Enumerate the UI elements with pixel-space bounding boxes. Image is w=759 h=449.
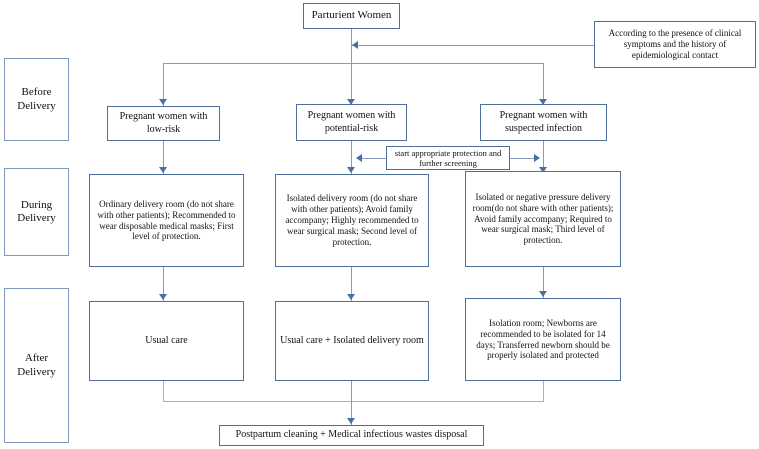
- node-pregnant-low-risk[interactable]: Pregnant women with low-risk: [107, 106, 220, 141]
- stage-label-during-delivery: During Delivery: [4, 168, 69, 256]
- arrow-during1-to-after1: [159, 294, 167, 300]
- arrow-screening-right: [534, 154, 540, 162]
- connector-during1-to-after1: [163, 267, 164, 301]
- node-parturient-women[interactable]: Parturient Women: [303, 3, 400, 29]
- arrow-to-final: [347, 418, 355, 424]
- arrow-lowrisk-to-during: [159, 167, 167, 173]
- node-during-suspected[interactable]: Isolated or negative pressure delivery r…: [465, 171, 621, 267]
- node-pregnant-suspected-infection-label: Pregnant women with suspected infection: [499, 110, 588, 134]
- stage-label-during-delivery-text: During Delivery: [17, 198, 56, 224]
- node-assessment-note[interactable]: According to the presence of clinical sy…: [594, 21, 756, 68]
- arrow-during3-to-after3: [539, 291, 547, 297]
- arrow-note-to-trunk: [352, 41, 358, 49]
- stage-label-before-delivery-text: Before Delivery: [17, 86, 56, 112]
- connector-after1-down: [163, 381, 164, 402]
- connector-screening-left: [358, 158, 386, 159]
- arrow-during2-to-after2: [347, 294, 355, 300]
- connector-during3-to-after3: [543, 267, 544, 298]
- connector-bottom-bar: [163, 401, 543, 402]
- connector-branch-right: [543, 63, 544, 106]
- arrow-suspected-to-during: [539, 167, 547, 173]
- node-after-potential-risk[interactable]: Usual care + Isolated delivery room: [275, 301, 429, 381]
- node-pregnant-potential-risk-label: Pregnant women with potential-risk: [307, 110, 396, 134]
- stage-label-after-delivery: After Delivery: [4, 288, 69, 443]
- connector-note-to-trunk: [352, 45, 595, 46]
- node-during-potential-risk-label: Isolated delivery room (do not share wit…: [285, 193, 419, 247]
- connector-potential-to-during: [351, 141, 352, 174]
- node-after-low-risk[interactable]: Usual care: [89, 301, 244, 381]
- connector-branch-bar: [163, 63, 543, 64]
- node-screening-note-label: start appropriate protection and further…: [394, 147, 502, 168]
- connector-after3-down: [543, 381, 544, 402]
- node-during-suspected-label: Isolated or negative pressure delivery r…: [472, 191, 614, 246]
- arrow-to-potential-risk: [347, 99, 355, 105]
- node-during-potential-risk[interactable]: Isolated delivery room (do not share wit…: [275, 174, 429, 267]
- node-during-low-risk[interactable]: Ordinary delivery room (do not share wit…: [89, 174, 244, 267]
- arrow-to-suspected: [539, 99, 547, 105]
- connector-suspected-to-during: [543, 141, 544, 174]
- node-final-disposal-label: Postpartum cleaning + Medical infectious…: [235, 429, 468, 441]
- node-after-suspected[interactable]: Isolation room; Newborns are recommended…: [465, 298, 621, 381]
- node-screening-note[interactable]: start appropriate protection and further…: [386, 146, 510, 170]
- arrow-to-low-risk: [159, 99, 167, 105]
- connector-root-trunk: [351, 29, 352, 106]
- node-pregnant-potential-risk[interactable]: Pregnant women with potential-risk: [296, 104, 407, 141]
- node-after-potential-risk-label: Usual care + Isolated delivery room: [280, 334, 424, 346]
- node-pregnant-low-risk-label: Pregnant women with low-risk: [119, 111, 208, 135]
- stage-label-after-delivery-text: After Delivery: [17, 352, 56, 378]
- node-after-low-risk-label: Usual care: [145, 334, 188, 346]
- arrow-screening-left: [356, 154, 362, 162]
- arrow-potential-to-during: [347, 167, 355, 173]
- connector-after2-to-final: [351, 381, 352, 425]
- connector-screening-right: [510, 158, 538, 159]
- node-during-low-risk-label: Ordinary delivery room (do not share wit…: [97, 198, 236, 242]
- stage-label-before-delivery: Before Delivery: [4, 58, 69, 141]
- connector-lowrisk-to-during: [163, 141, 164, 174]
- node-assessment-note-label: According to the presence of clinical sy…: [608, 28, 742, 60]
- connector-during2-to-after2: [351, 267, 352, 301]
- node-pregnant-suspected-infection[interactable]: Pregnant women with suspected infection: [480, 104, 607, 141]
- node-final-disposal[interactable]: Postpartum cleaning + Medical infectious…: [219, 425, 484, 446]
- connector-branch-left: [163, 63, 164, 106]
- node-after-suspected-label: Isolation room; Newborns are recommended…: [476, 317, 610, 361]
- node-parturient-women-label: Parturient Women: [311, 9, 392, 22]
